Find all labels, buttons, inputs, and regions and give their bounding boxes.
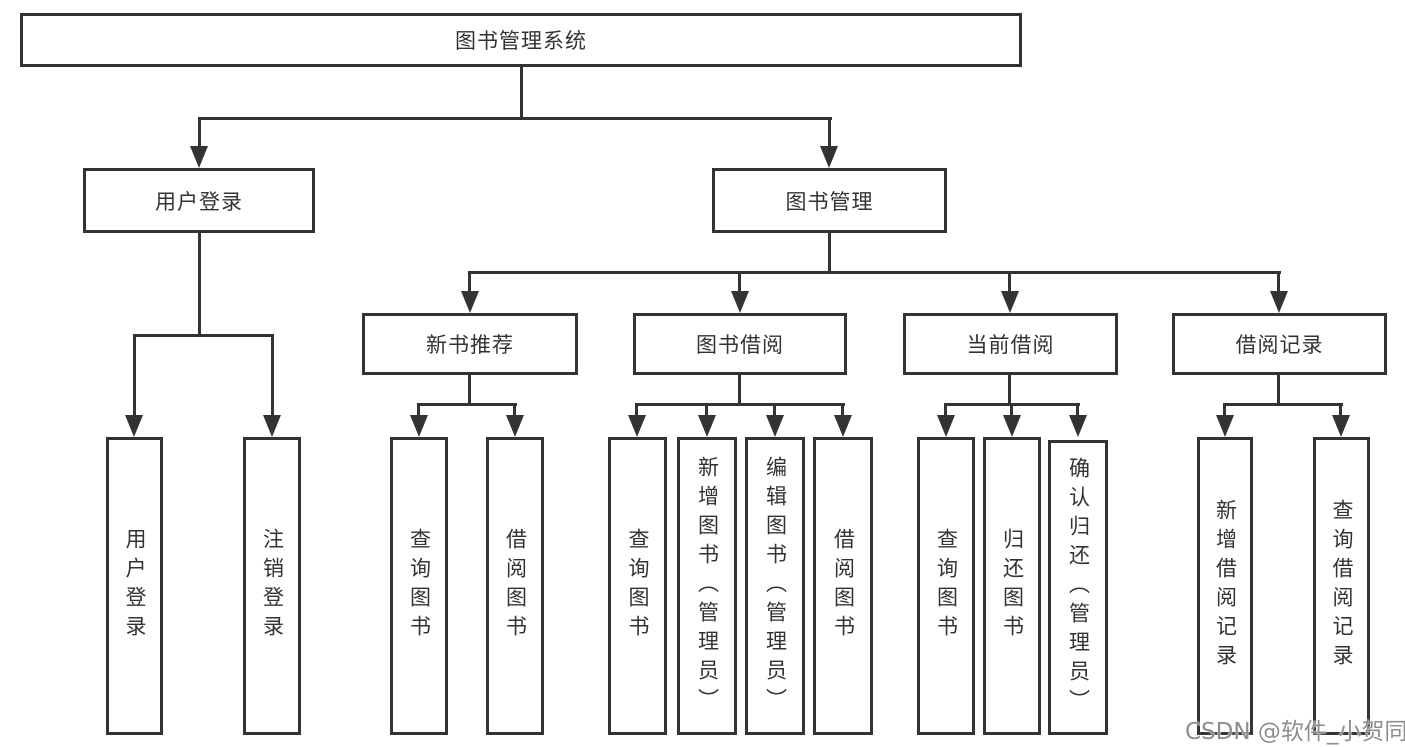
node-new-book-recommend: 新书推荐 bbox=[362, 313, 578, 375]
connector-trunk bbox=[738, 375, 741, 406]
connector-shaft bbox=[271, 334, 274, 418]
arrowhead bbox=[263, 415, 281, 437]
leaf-label: 新增图书（管理员） bbox=[695, 455, 720, 717]
node-book-management: 图书管理 bbox=[712, 168, 947, 233]
connector-trunk bbox=[828, 233, 831, 274]
connector-shaft bbox=[773, 403, 776, 417]
leaf-label: 确认归还（管理员） bbox=[1066, 457, 1091, 718]
arrowhead bbox=[506, 415, 524, 437]
arrowhead bbox=[410, 415, 428, 437]
connector-trunk bbox=[1008, 375, 1011, 406]
leaf-add-borrow-record: 新增借阅记录 bbox=[1197, 437, 1253, 735]
connector-shaft bbox=[198, 117, 201, 148]
node-library-management-system: 图书管理系统 bbox=[20, 13, 1022, 67]
arrowhead bbox=[1216, 415, 1234, 437]
arrowhead bbox=[937, 415, 955, 437]
leaf-label: 新增借阅记录 bbox=[1213, 499, 1238, 673]
arrowhead bbox=[628, 415, 646, 437]
connector-hline bbox=[133, 334, 274, 337]
leaf-label: 查询借阅记录 bbox=[1330, 499, 1354, 673]
connector-shaft bbox=[133, 334, 136, 418]
arrowhead bbox=[766, 415, 784, 437]
leaf-label: 查询图书 bbox=[407, 528, 432, 644]
connector-shaft bbox=[1339, 403, 1342, 417]
arrowhead bbox=[1332, 415, 1350, 437]
connector-shaft bbox=[1223, 403, 1226, 417]
connector-shaft bbox=[1010, 403, 1013, 417]
leaf-label: 注销登录 bbox=[260, 528, 285, 644]
connector-trunk bbox=[198, 233, 201, 337]
leaf-logout: 注销登录 bbox=[243, 437, 301, 735]
leaf-query-books-recommend: 查询图书 bbox=[390, 437, 448, 735]
connector-shaft bbox=[513, 403, 516, 417]
leaf-label: 借阅图书 bbox=[831, 528, 856, 644]
leaf-label: 借阅图书 bbox=[503, 528, 528, 644]
arrowhead bbox=[820, 146, 838, 168]
connector-root-trunk bbox=[520, 66, 523, 119]
node-current-borrow: 当前借阅 bbox=[903, 313, 1118, 375]
arrowhead bbox=[190, 146, 208, 168]
leaf-user-login: 用户登录 bbox=[106, 437, 163, 735]
leaf-return-books: 归还图书 bbox=[983, 437, 1041, 735]
leaf-query-books-current: 查询图书 bbox=[917, 437, 975, 735]
connector-trunk bbox=[468, 375, 471, 406]
watermark: CSDN @软件_小贺同学 bbox=[1185, 719, 1405, 745]
connector-root-hline bbox=[198, 117, 832, 120]
connector-hline bbox=[1224, 403, 1343, 406]
connector-trunk bbox=[1277, 375, 1280, 406]
leaf-label: 用户登录 bbox=[123, 528, 147, 644]
arrowhead bbox=[1270, 291, 1288, 313]
leaf-label: 查询图书 bbox=[626, 528, 650, 644]
arrowhead bbox=[125, 415, 143, 437]
connector-shaft bbox=[828, 117, 831, 148]
arrowhead bbox=[461, 291, 479, 313]
connector-hline bbox=[469, 271, 1281, 274]
arrowhead bbox=[1069, 415, 1087, 437]
arrowhead bbox=[834, 415, 852, 437]
leaf-edit-books-admin: 编辑图书（管理员） bbox=[745, 437, 805, 735]
arrowhead bbox=[698, 415, 716, 437]
arrowhead bbox=[1001, 291, 1019, 313]
leaf-label: 归还图书 bbox=[1000, 528, 1025, 644]
node-borrow-records: 借阅记录 bbox=[1172, 313, 1387, 375]
leaf-label: 查询图书 bbox=[934, 528, 959, 644]
connector-shaft bbox=[1008, 271, 1011, 293]
connector-shaft bbox=[841, 403, 844, 417]
connector-shaft bbox=[1277, 271, 1280, 293]
connector-shaft bbox=[468, 271, 471, 293]
leaf-query-borrow-record: 查询借阅记录 bbox=[1313, 437, 1370, 735]
connector-shaft bbox=[738, 271, 741, 293]
connector-shaft bbox=[944, 403, 947, 417]
leaf-borrow-books-recommend: 借阅图书 bbox=[486, 437, 544, 735]
connector-shaft bbox=[635, 403, 638, 417]
leaf-confirm-return-admin: 确认归还（管理员） bbox=[1048, 440, 1108, 735]
leaf-borrow-books: 借阅图书 bbox=[813, 437, 873, 735]
connector-hline bbox=[636, 403, 845, 406]
leaf-query-books-borrow: 查询图书 bbox=[608, 437, 667, 735]
node-book-borrow: 图书借阅 bbox=[633, 313, 847, 375]
connector-hline bbox=[418, 403, 517, 406]
connector-shaft bbox=[1076, 403, 1079, 417]
arrowhead bbox=[731, 291, 749, 313]
connector-shaft bbox=[417, 403, 420, 417]
leaf-add-books-admin: 新增图书（管理员） bbox=[677, 437, 737, 735]
node-user-login: 用户登录 bbox=[83, 168, 315, 233]
connector-shaft bbox=[705, 403, 708, 417]
arrowhead bbox=[1003, 415, 1021, 437]
leaf-label: 编辑图书（管理员） bbox=[763, 455, 788, 717]
